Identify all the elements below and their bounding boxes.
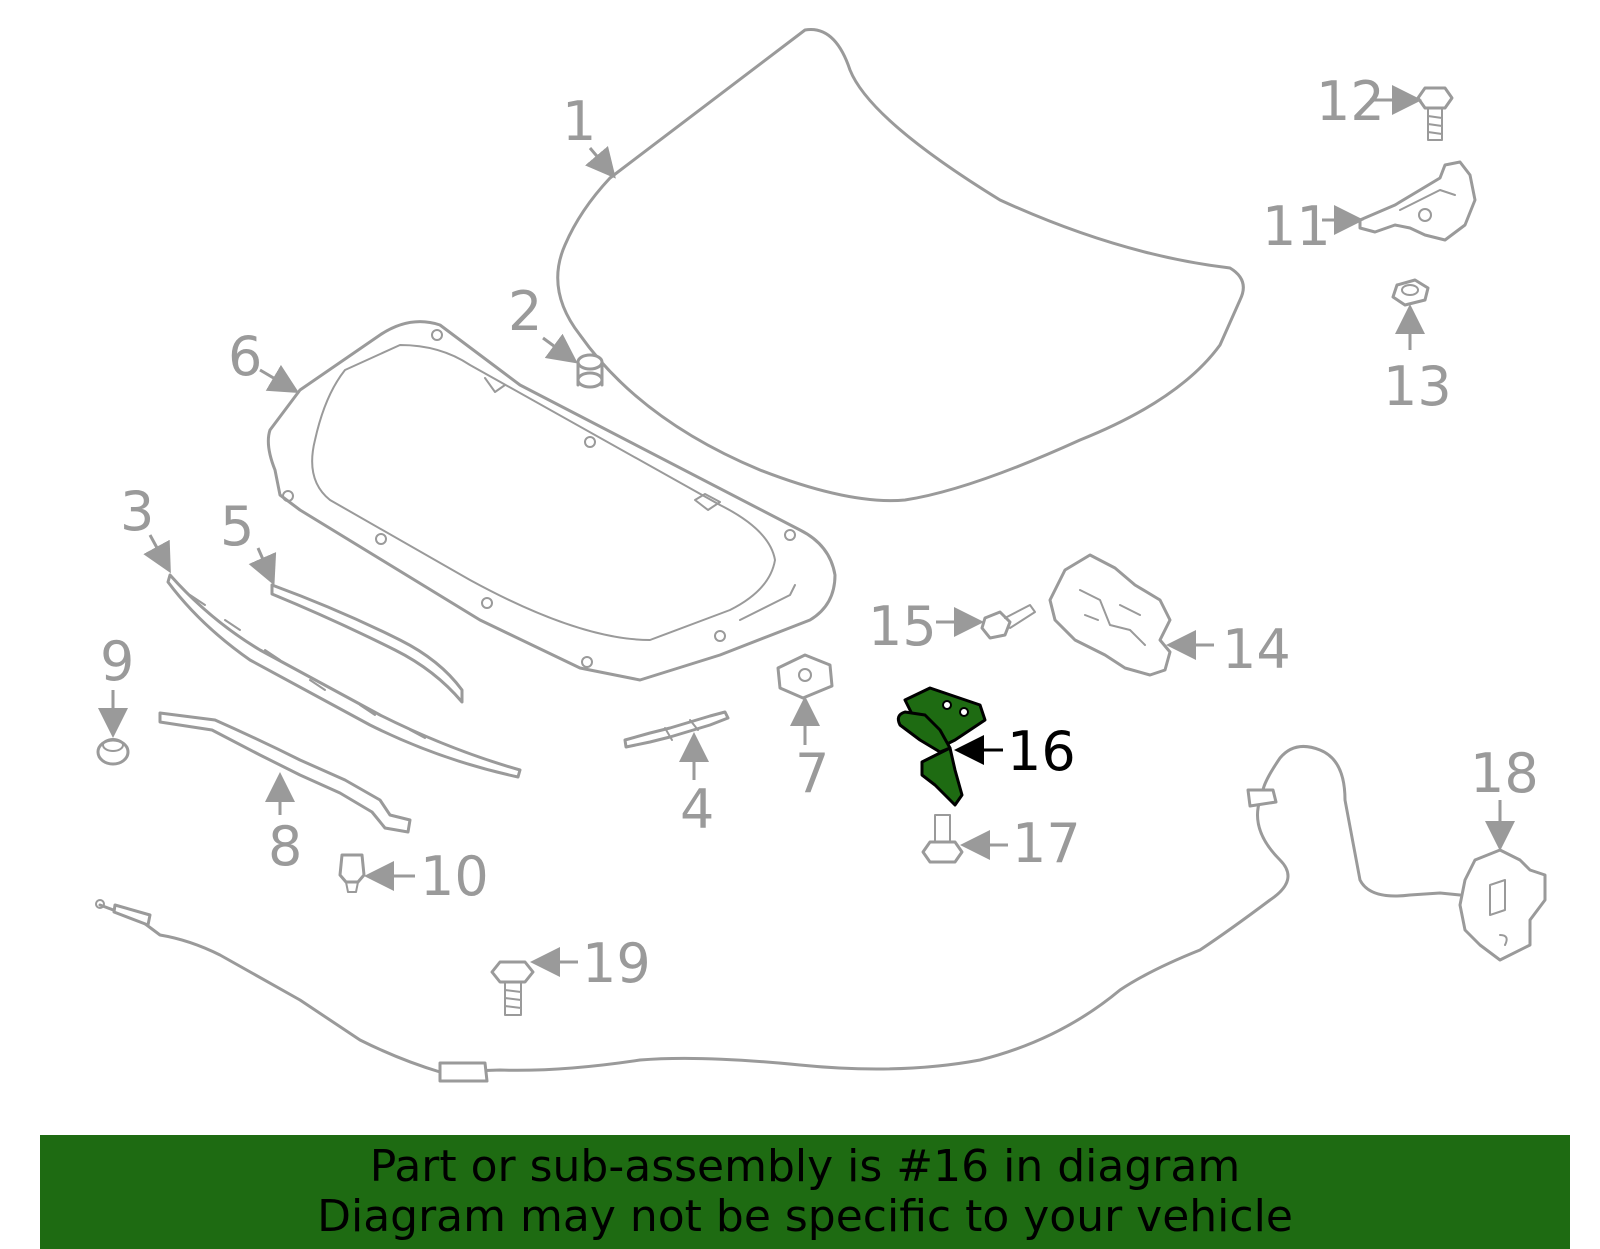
part-18-handle (1458, 848, 1547, 962)
part-3-weatherstrip (166, 573, 522, 779)
release-cable (95, 744, 1462, 1083)
part-16-striker (896, 686, 987, 807)
callout-16: 16 (1007, 720, 1076, 783)
part-5-seal (270, 583, 464, 704)
callout-10: 10 (420, 845, 489, 908)
part-2-bumper (576, 353, 604, 389)
callout-2: 2 (508, 280, 542, 343)
callout-17: 17 (1012, 812, 1081, 875)
part-4-clip (623, 710, 730, 749)
part-15-bolt (980, 604, 1036, 640)
part-9-clip (96, 738, 130, 766)
callout-11: 11 (1262, 195, 1331, 258)
part-11-hinge (1358, 160, 1477, 242)
callout-19: 19 (582, 932, 651, 995)
part-12-bolt (1416, 86, 1454, 141)
part-1-hood (556, 28, 1245, 503)
callout-13: 13 (1383, 355, 1452, 418)
part-13-nut (1391, 278, 1430, 307)
part-8-rod (158, 711, 412, 834)
callout-1: 1 (562, 90, 596, 153)
banner-line-2: Diagram may not be specific to your vehi… (317, 1191, 1293, 1242)
callout-7: 7 (795, 742, 829, 805)
callout-9: 9 (100, 630, 134, 693)
info-banner: Part or sub-assembly is #16 in diagram D… (40, 1135, 1570, 1249)
part-7-bracket (776, 653, 834, 700)
callout-18: 18 (1470, 742, 1539, 805)
part-10-clip (338, 853, 366, 893)
callout-3: 3 (120, 480, 154, 543)
callout-15: 15 (868, 595, 937, 658)
callout-14: 14 (1222, 618, 1291, 681)
banner-line-1: Part or sub-assembly is #16 in diagram (369, 1141, 1241, 1192)
part-19-bolt (490, 960, 535, 1016)
callout-12: 12 (1316, 70, 1385, 133)
part-17-bolt (921, 814, 964, 864)
part-14-lock (1048, 553, 1172, 677)
callout-6: 6 (228, 325, 262, 388)
callout-5: 5 (220, 495, 254, 558)
callout-4: 4 (680, 778, 714, 841)
leader-arrows (98, 85, 1515, 977)
part-6-insulator (266, 320, 837, 682)
callout-8: 8 (268, 815, 302, 878)
